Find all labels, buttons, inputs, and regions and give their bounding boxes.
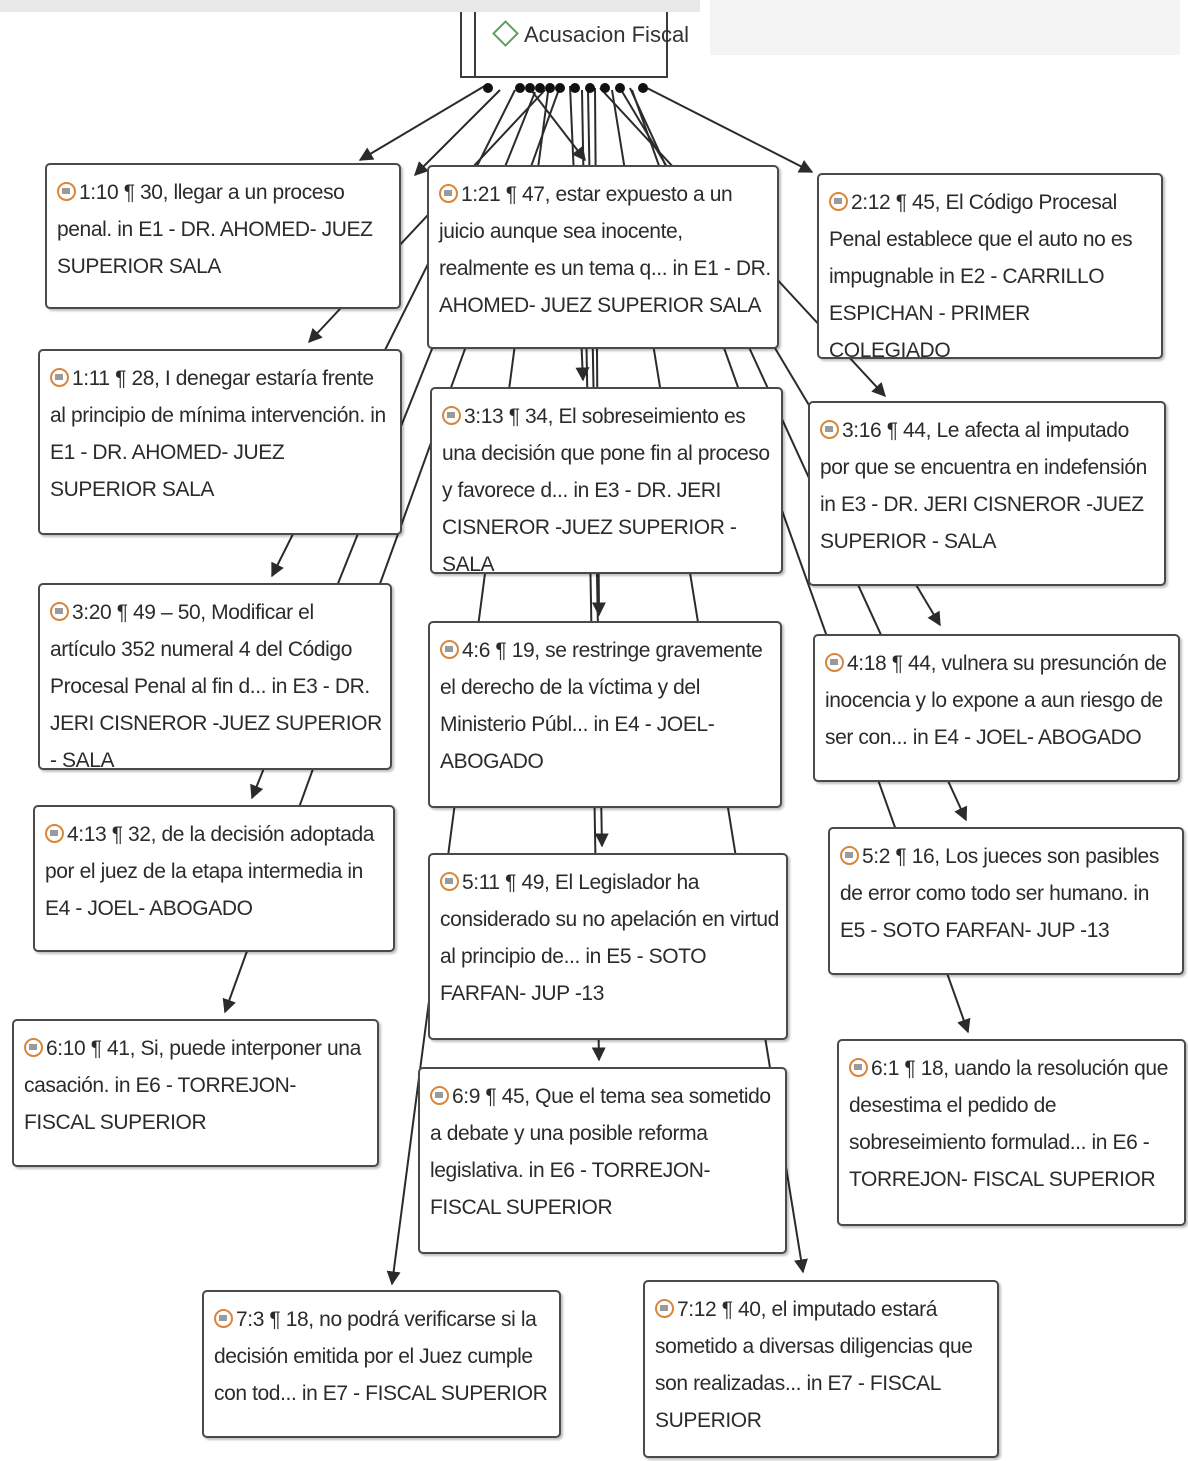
quotation-node-1[interactable]: 1:10 ¶ 30, llegar a un proceso penal. in… [45, 163, 401, 309]
quotation-node-text: 7:3 ¶ 18, no podrá verificarse si la dec… [214, 1301, 553, 1412]
quotation-icon [840, 846, 859, 865]
quotation-icon [430, 1086, 449, 1105]
quotation-node-text: 3:16 ¶ 44, Le afecta al imputado por que… [820, 412, 1158, 560]
quotation-node-text: 3:20 ¶ 49 – 50, Modificar el artículo 35… [50, 594, 384, 779]
quotation-icon [57, 182, 76, 201]
edge-anchor-9 [600, 83, 610, 93]
quotation-node-9[interactable]: 4:18 ¶ 44, vulnera su presunción de inoc… [813, 634, 1180, 782]
edge-anchor-10 [615, 83, 625, 93]
quotation-text: 2:12 ¶ 45, El Código Procesal Penal esta… [829, 191, 1133, 362]
quotation-text: 3:13 ¶ 34, El sobreseimiento es una deci… [442, 405, 770, 576]
quotation-node-6[interactable]: 3:16 ¶ 44, Le afecta al imputado por que… [808, 401, 1166, 586]
quotation-node-16[interactable]: 7:3 ¶ 18, no podrá verificarse si la dec… [202, 1290, 561, 1438]
quotation-node-text: 3:13 ¶ 34, El sobreseimiento es una deci… [442, 398, 775, 583]
quotation-icon [439, 184, 458, 203]
quotation-node-text: 4:18 ¶ 44, vulnera su presunción de inoc… [825, 645, 1172, 756]
quotation-node-text: 6:1 ¶ 18, uando la resolución que desest… [849, 1050, 1178, 1198]
quotation-node-text: 5:11 ¶ 49, El Legislador ha considerado … [440, 864, 780, 1012]
quotation-text: 6:9 ¶ 45, Que el tema sea sometido a deb… [430, 1085, 771, 1219]
quotation-icon [849, 1058, 868, 1077]
quotation-icon [442, 406, 461, 425]
quotation-icon [45, 824, 64, 843]
quotation-node-7[interactable]: 3:20 ¶ 49 – 50, Modificar el artículo 35… [38, 583, 392, 772]
edge-5 [414, 89, 501, 176]
quotation-text: 7:3 ¶ 18, no podrá verificarse si la dec… [214, 1308, 548, 1405]
quotation-text: 4:13 ¶ 32, de la decisión adoptada por e… [45, 823, 375, 920]
quotation-icon [24, 1038, 43, 1057]
quotation-text: 3:16 ¶ 44, Le afecta al imputado por que… [820, 419, 1147, 553]
quotation-node-5[interactable]: 3:13 ¶ 34, El sobreseimiento es una deci… [430, 387, 783, 576]
quotation-node-17[interactable]: 7:12 ¶ 40, el imputado estará sometido a… [643, 1280, 999, 1458]
quotation-node-14[interactable]: 6:9 ¶ 45, Que el tema sea sometido a deb… [418, 1067, 787, 1254]
root-label-wrap: Acusacion Fiscal [492, 20, 690, 48]
quotation-node-10[interactable]: 4:13 ¶ 32, de la decisión adoptada por e… [33, 805, 395, 952]
edge-anchor-11 [638, 83, 648, 93]
quotation-node-15[interactable]: 6:1 ¶ 18, uando la resolución que desest… [837, 1039, 1186, 1226]
quotation-node-text: 5:2 ¶ 16, Los jueces son pasibles de err… [840, 838, 1176, 949]
quotation-text: 5:2 ¶ 16, Los jueces son pasibles de err… [840, 845, 1159, 942]
root-code-node[interactable]: Acusacion Fiscal [460, 12, 689, 78]
quotation-node-text: 2:12 ¶ 45, El Código Procesal Penal esta… [829, 184, 1155, 369]
quotation-text: 5:11 ¶ 49, El Legislador ha considerado … [440, 871, 779, 1005]
quotation-icon [820, 420, 839, 439]
quotation-node-text: 7:12 ¶ 40, el imputado estará sometido a… [655, 1291, 991, 1439]
quotation-icon [829, 192, 848, 211]
quotation-text: 1:10 ¶ 30, llegar a un proceso penal. in… [57, 181, 373, 278]
quotation-node-12[interactable]: 5:2 ¶ 16, Los jueces son pasibles de err… [828, 827, 1184, 975]
quotation-text: 3:20 ¶ 49 – 50, Modificar el artículo 35… [50, 601, 382, 772]
quotation-node-text: 4:13 ¶ 32, de la decisión adoptada por e… [45, 816, 387, 927]
quotation-node-text: 1:21 ¶ 47, estar expuesto a un juicio au… [439, 176, 771, 324]
code-diamond-icon [492, 20, 519, 47]
quotation-icon [440, 640, 459, 659]
quotation-node-text: 6:9 ¶ 45, Que el tema sea sometido a deb… [430, 1078, 779, 1226]
quotation-text: 1:11 ¶ 28, I denegar estaría frente al p… [50, 367, 386, 501]
quotation-icon [50, 602, 69, 621]
quotation-text: 7:12 ¶ 40, el imputado estará sometido a… [655, 1298, 973, 1432]
edge-anchor-2 [515, 83, 525, 93]
quotation-node-2[interactable]: 1:21 ¶ 47, estar expuesto a un juicio au… [427, 165, 779, 349]
quotation-text: 6:1 ¶ 18, uando la resolución que desest… [849, 1057, 1168, 1191]
quotation-text: 4:6 ¶ 19, se restringe gravemente el der… [440, 639, 763, 773]
quotation-node-8[interactable]: 4:6 ¶ 19, se restringe gravemente el der… [428, 621, 782, 808]
quotation-node-4[interactable]: 1:11 ¶ 28, I denegar estaría frente al p… [38, 349, 402, 535]
quotation-icon [825, 653, 844, 672]
quotation-text: 4:18 ¶ 44, vulnera su presunción de inoc… [825, 652, 1167, 749]
edge-anchor-8 [585, 83, 595, 93]
quotation-node-text: 6:10 ¶ 41, Si, puede interponer una casa… [24, 1030, 371, 1141]
quotation-node-text: 1:11 ¶ 28, I denegar estaría frente al p… [50, 360, 394, 508]
edge-1 [358, 83, 489, 161]
edge-anchor-1 [483, 83, 493, 93]
quotation-text: 1:21 ¶ 47, estar expuesto a un juicio au… [439, 183, 771, 317]
quotation-node-text: 4:6 ¶ 19, se restringe gravemente el der… [440, 632, 774, 780]
edge-anchor-4 [535, 83, 545, 93]
quotation-node-3[interactable]: 2:12 ¶ 45, El Código Procesal Penal esta… [817, 173, 1163, 362]
quotation-text: 6:10 ¶ 41, Si, puede interponer una casa… [24, 1037, 361, 1134]
quotation-icon [655, 1299, 674, 1318]
quotation-icon [50, 368, 69, 387]
quotation-icon [440, 872, 459, 891]
edge-anchor-6 [555, 83, 565, 93]
quotation-icon [214, 1309, 233, 1328]
quotation-node-11[interactable]: 5:11 ¶ 49, El Legislador ha considerado … [428, 853, 788, 1040]
edge-anchor-5 [545, 83, 555, 93]
root-label: Acusacion Fiscal [524, 22, 690, 47]
quotation-node-text: 1:10 ¶ 30, llegar a un proceso penal. in… [57, 174, 393, 285]
quotation-node-13[interactable]: 6:10 ¶ 41, Si, puede interponer una casa… [12, 1019, 379, 1167]
edge-anchor-7 [570, 83, 580, 93]
root-node-frame: Acusacion Fiscal [474, 12, 689, 76]
toolbar-strip [0, 0, 700, 12]
edge-anchor-3 [525, 83, 535, 93]
panel-background [710, 0, 1180, 55]
edge-2 [642, 85, 814, 173]
